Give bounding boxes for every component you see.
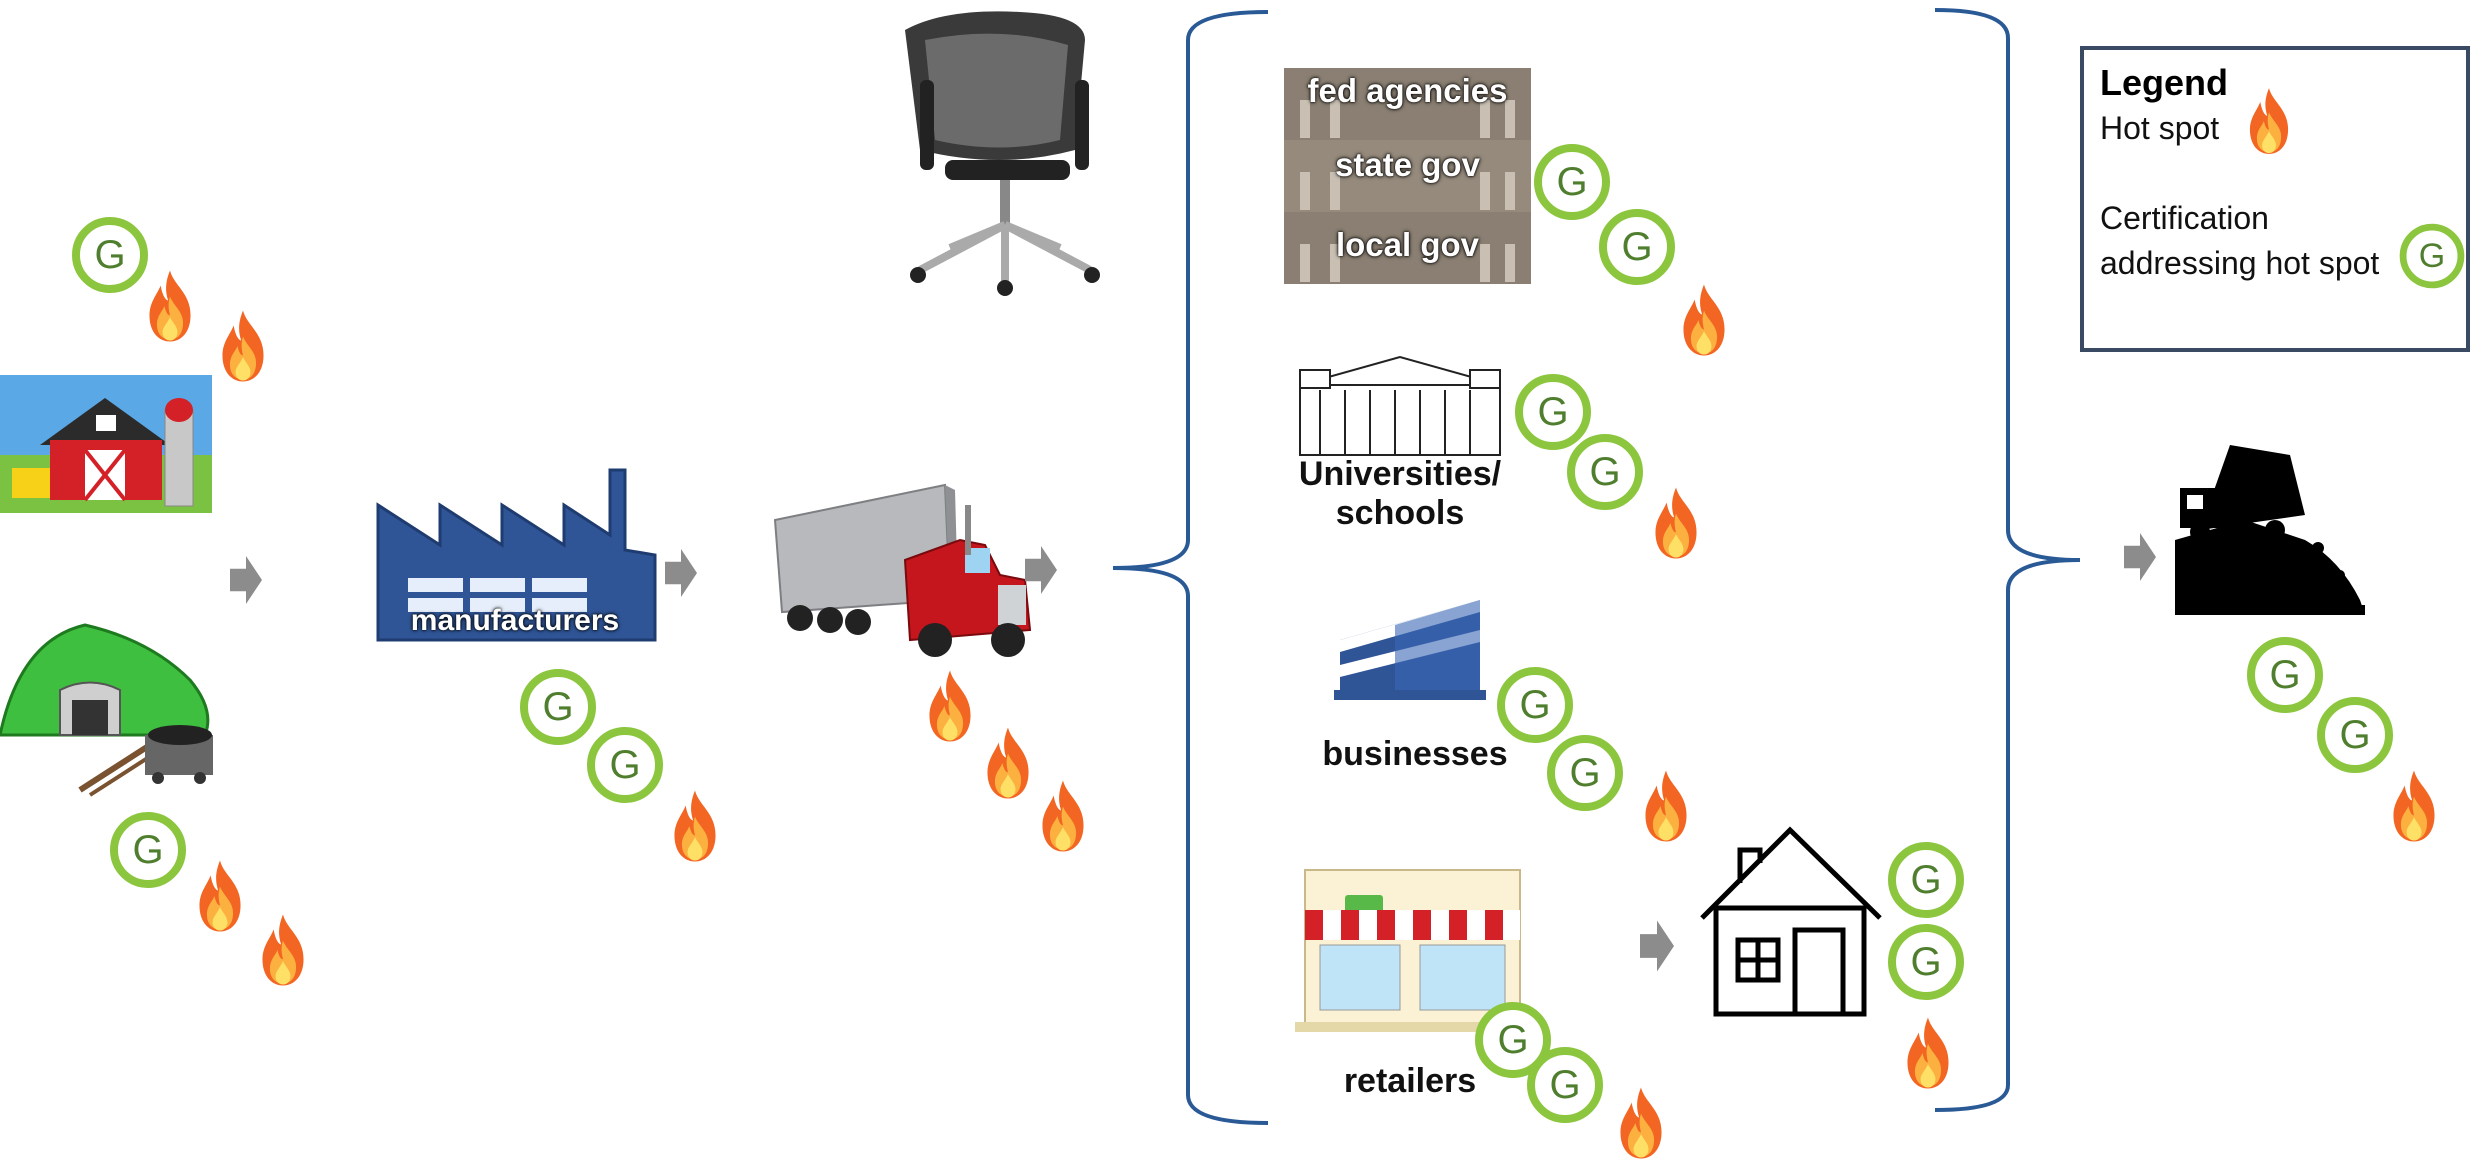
truck-icon <box>773 483 1032 657</box>
left-brace <box>1112 10 1269 1125</box>
store-icon <box>1295 869 1530 1032</box>
arrow-icon <box>665 549 697 597</box>
certification-badge-icon <box>114 816 182 884</box>
local-gov-label: local gov <box>1335 226 1480 263</box>
house-icon <box>1700 826 1882 1017</box>
certification-badge-icon <box>1519 378 1587 446</box>
fire-icon <box>1683 284 1725 356</box>
right-brace <box>1934 8 2081 1112</box>
barn-icon <box>0 375 212 513</box>
fire-icon <box>1907 1017 1949 1089</box>
legend-certification-badge-icon <box>2403 227 2461 285</box>
businesses-label: businesses <box>1322 735 1508 773</box>
manufacturers-label: manufacturers <box>410 604 620 637</box>
mine-icon <box>0 623 213 797</box>
fire-icon <box>2393 770 2435 842</box>
business-building-icon <box>1334 600 1486 700</box>
fire-icon <box>1042 780 1084 852</box>
certification-badge-icon <box>1603 213 1671 281</box>
certification-badge-icon <box>76 221 144 289</box>
legend-box: Legend Hot spot Certification addressing… <box>2080 46 2470 352</box>
legend-cert-line1: Certification <box>2100 200 2269 236</box>
arrow-icon <box>230 556 262 604</box>
certification-badge-icon <box>1892 846 1960 914</box>
certification-badge-icon <box>1531 1051 1599 1119</box>
legend-cert-line2: addressing hot spot <box>2100 244 2380 281</box>
arrow-icon <box>2124 533 2156 581</box>
fire-icon <box>199 860 241 932</box>
state-gov-label: state gov <box>1335 146 1480 183</box>
fire-icon <box>1655 487 1697 559</box>
certification-badge-icon <box>1571 438 1639 506</box>
universities-label: Universities/ schools <box>1280 455 1520 533</box>
certification-badge-icon <box>2251 641 2319 709</box>
certification-badge-icon <box>591 731 659 799</box>
factory-icon <box>376 468 657 642</box>
certification-badge-icon <box>2321 701 2389 769</box>
arrow-icon <box>1640 920 1674 972</box>
office-chair-icon <box>905 11 1100 296</box>
university-building-icon <box>1299 355 1501 456</box>
legend-hot-spot-label: Hot spot <box>2100 110 2220 146</box>
legend-title: Legend <box>2100 62 2229 103</box>
fed-agencies-label: fed agencies <box>1307 72 1508 109</box>
fire-icon <box>222 310 264 382</box>
fire-icon <box>674 790 716 862</box>
arrow-icon <box>1025 546 1057 594</box>
retailers-label: retailers <box>1343 1062 1477 1100</box>
universities-label-line1: Universities/ <box>1298 455 1502 493</box>
fire-icon <box>262 914 304 986</box>
fire-icon <box>1620 1087 1662 1159</box>
certification-badge-icon <box>1538 148 1606 216</box>
fire-icon <box>987 727 1029 799</box>
legend-certification-label: Certification addressing hot spot <box>2100 196 2379 286</box>
certification-badge-icon <box>1501 671 1569 739</box>
fire-icon <box>1645 770 1687 842</box>
fire-icon <box>929 670 971 742</box>
certification-badge-icon <box>1551 739 1619 807</box>
landfill-icon <box>2175 445 2365 615</box>
legend-fire-icon <box>2249 88 2289 154</box>
fire-icon <box>149 270 191 342</box>
government-buildings-image <box>1284 68 1531 284</box>
certification-badge-icon <box>524 673 592 741</box>
universities-label-line2: schools <box>1335 494 1465 533</box>
certification-badge-icon <box>1892 928 1960 996</box>
